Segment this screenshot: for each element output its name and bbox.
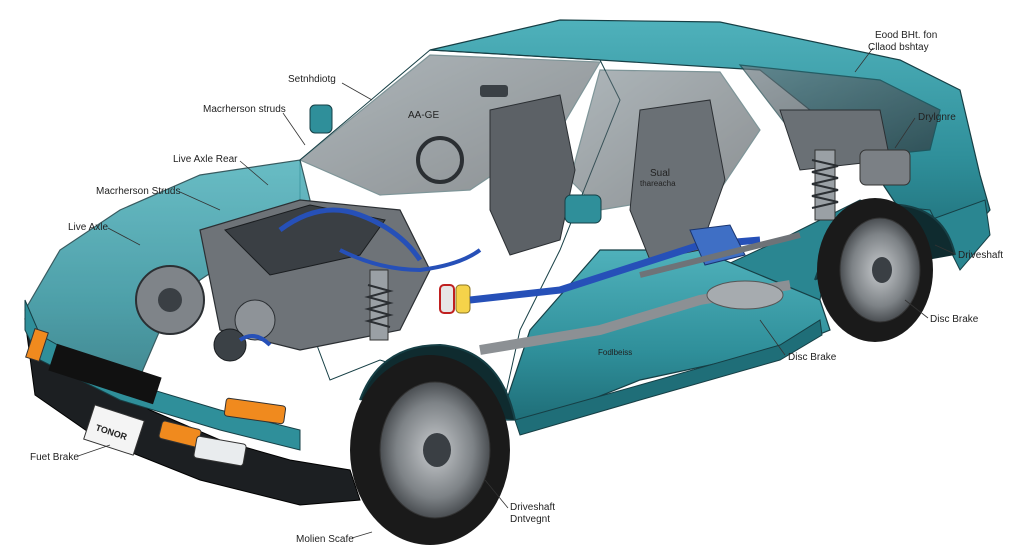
grille <box>48 343 162 405</box>
side-mirror <box>564 194 602 224</box>
callout-labels: Eood BHt. fon Cllaod bshtay Setnhdiotg A… <box>30 30 1003 545</box>
label-macpherson-1: Macrherson struds <box>203 104 286 115</box>
label-bottom-center: Molien Scafe <box>296 534 354 545</box>
rear-hub <box>872 257 892 283</box>
leader-disc-brake-mid <box>759 319 786 356</box>
headlight-right <box>193 435 247 467</box>
valve-cover <box>224 204 386 276</box>
headlight-left <box>25 327 49 363</box>
reservoir-yellow <box>455 284 471 314</box>
muffler <box>706 280 784 310</box>
fuel-tank <box>859 149 911 186</box>
side-skirt <box>514 319 823 436</box>
side-marker <box>223 397 287 425</box>
label-dryferre: Drylgnre <box>918 112 956 123</box>
leader-bottom-center <box>351 531 373 539</box>
label-engine-code: AA-GE <box>408 110 439 121</box>
rear-coilover-spring <box>811 159 839 209</box>
leader-top-right <box>854 47 874 73</box>
side-mirror-front <box>309 104 333 134</box>
leader-fuel-brake <box>77 444 111 457</box>
label-disc-brake-right: Disc Brake <box>930 314 979 325</box>
label-disc-brake-mid: Disc Brake <box>788 352 837 363</box>
rearview-mirror <box>480 85 508 97</box>
label-top-right-2: Cllaod bshtay <box>868 42 929 53</box>
engine <box>135 199 482 362</box>
label-seat-2: thareacha <box>640 179 676 188</box>
label-driveshaft-right: Driveshaft <box>958 250 1003 261</box>
leader-driveshaft-right <box>934 244 956 255</box>
label-seat: Sual <box>650 168 670 179</box>
label-live-axle-rear: Live Axle Rear <box>173 154 238 165</box>
label-fuel-brake: Fuet Brake <box>30 452 79 463</box>
license-plate <box>83 404 145 456</box>
leader-live-axle-rear <box>239 160 269 186</box>
steering-wheel <box>416 136 464 184</box>
front-hub <box>423 433 451 467</box>
front-wheel <box>350 355 510 545</box>
leader-driveshaft-bottom <box>484 479 509 509</box>
front-strut-spring <box>364 284 394 328</box>
label-center-small: Fodlbeiss <box>598 348 632 357</box>
label-live-axle: Live Axle <box>68 222 108 233</box>
leader-lines <box>77 47 956 539</box>
leader-macpherson-2 <box>179 191 221 211</box>
rear-axle <box>639 232 801 278</box>
leader-live-axle <box>107 227 141 246</box>
driver-seat <box>489 94 576 256</box>
label-driveshaft-bottom-2: Dntvegnt <box>510 514 550 525</box>
engine-pulley-hub <box>158 288 182 312</box>
crank-pulley <box>213 328 247 362</box>
label-top-right: Eood BHt. fon <box>875 30 937 41</box>
leader-dryferre <box>894 117 916 149</box>
leader-seat-top <box>341 82 373 101</box>
front-lights: TONOR <box>25 327 287 467</box>
label-driveshaft-bottom: Driveshaft <box>510 502 555 513</box>
alternator <box>234 299 276 341</box>
leader-macpherson-1 <box>282 112 306 146</box>
blue-hose-2 <box>339 248 482 273</box>
blue-hose-3 <box>238 334 272 347</box>
blue-hose-1 <box>278 207 423 262</box>
label-seat-top: Setnhdiotg <box>288 74 336 85</box>
drivetrain <box>469 149 911 355</box>
label-macpherson-2: Macrherson Struds <box>96 186 180 197</box>
leader-disc-brake-right <box>904 299 929 319</box>
reservoir-red <box>439 284 455 314</box>
rear-wheel <box>817 198 933 342</box>
